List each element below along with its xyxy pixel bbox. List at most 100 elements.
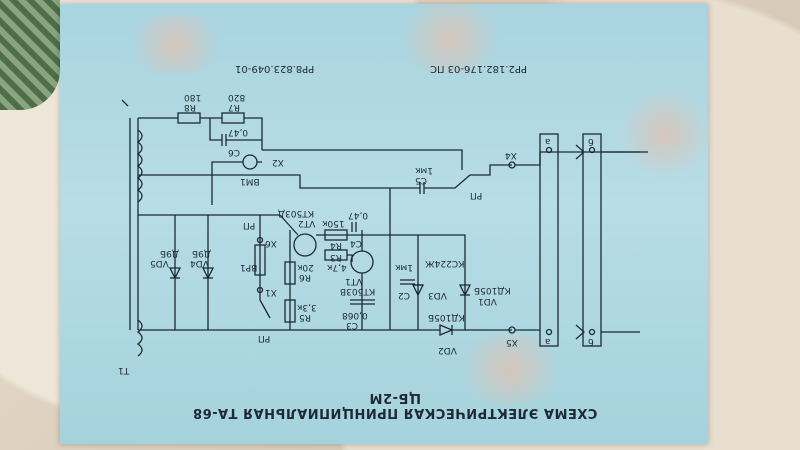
paper-stain <box>620 84 710 184</box>
label-r3-value: 4,7к <box>327 262 347 272</box>
label-r7-value: 820 <box>228 92 246 102</box>
label-r8-value: 180 <box>184 92 202 102</box>
terminal-b2 <box>588 328 596 336</box>
capacitor-c3 <box>350 299 375 305</box>
terminal-block-1 <box>539 133 559 347</box>
label-c2-value: 1мк <box>395 262 413 272</box>
label-terminal-b2: б <box>588 336 594 346</box>
wire <box>211 161 243 205</box>
capacitor-c2 <box>400 279 415 285</box>
wire <box>347 254 353 262</box>
wire <box>138 174 420 189</box>
resistor-r8 <box>177 112 201 124</box>
resistor-r4 <box>324 229 348 241</box>
background-fabric <box>0 0 60 110</box>
terminal-x1 <box>256 286 264 294</box>
label-vd3-type: КС224Ж <box>425 258 465 268</box>
label-vt1-ref: VT1 <box>345 276 363 286</box>
terminal-a2 <box>545 328 553 336</box>
label-x4: X4 <box>505 150 517 160</box>
label-terminal-b1: б <box>588 136 594 146</box>
label-br1: ВР1 <box>240 262 258 272</box>
schematic-title: СХЕМА ЭЛЕКТРИЧЕСКАЯ ПРИНЦИПИАЛЬНАЯ ТА-68… <box>192 390 598 420</box>
capacitor-c4 <box>351 222 357 232</box>
label-c5-value: 1мк <box>415 165 433 175</box>
label-vt1-type: КТ503В <box>340 286 376 296</box>
label-c3-ref: C3 <box>346 320 359 330</box>
label-rp-top: РП <box>470 190 483 200</box>
paper-stain <box>390 4 510 74</box>
label-vd1-type: КД105Б <box>474 285 511 295</box>
wire <box>424 174 471 189</box>
label-x2: X2 <box>272 157 284 167</box>
label-r5-value: 3,3к <box>297 302 317 312</box>
transformer-coil <box>136 129 143 203</box>
label-r7-ref: R7 <box>228 102 240 112</box>
label-r6-ref: R6 <box>299 272 311 282</box>
relay-contact <box>259 299 271 319</box>
label-bm1: BM1 <box>240 176 260 186</box>
label-vd2-ref: VD2 <box>438 345 457 355</box>
wire <box>390 234 466 330</box>
label-r3-ref: R3 <box>330 252 342 262</box>
paper-stain <box>120 14 230 74</box>
diode-vd1 <box>458 284 472 297</box>
terminal-block-2 <box>582 133 602 347</box>
resistor-r6 <box>284 261 296 285</box>
schematic-sheet <box>60 4 710 444</box>
label-c4-value: 0,47 <box>348 210 369 220</box>
doc-number-left: РР8.823.049-01 <box>235 63 315 74</box>
label-rp-bottom: РП <box>258 333 271 343</box>
label-x6: X6 <box>265 238 277 248</box>
label-vd2-type: КД105Б <box>428 312 465 322</box>
terminal-b1 <box>588 146 596 154</box>
transformer-coil <box>136 319 143 357</box>
wire <box>209 118 222 141</box>
diode-vd5 <box>168 267 182 280</box>
label-r8-ref: R8 <box>184 102 196 112</box>
label-r4-ref: R4 <box>330 240 342 250</box>
diode-vd4 <box>201 267 215 280</box>
wire <box>470 164 512 176</box>
diode-vd2 <box>439 324 454 336</box>
transistor-vt2 <box>293 233 317 257</box>
label-x1: X1 <box>265 287 277 297</box>
label-vd5-ref: VD5 <box>150 258 169 268</box>
label-vd4-type: Д9Б <box>192 248 211 258</box>
terminal-a1 <box>545 146 553 154</box>
resistor-r5 <box>284 299 296 323</box>
capacitor-c6 <box>221 134 227 146</box>
label-x5: X5 <box>506 337 518 347</box>
label-vd3-ref: VD3 <box>428 290 447 300</box>
label-r6-value: 20к <box>297 262 314 272</box>
label-vt2-ref: VT2 <box>298 218 316 228</box>
label-rp-left: РП <box>243 220 256 230</box>
label-vt2-type: КТ503Д <box>278 208 315 218</box>
terminal-x6 <box>256 236 264 244</box>
arrow <box>575 324 585 340</box>
label-vd5-type: Д9Б <box>160 248 179 258</box>
resistor-br1 <box>254 244 266 276</box>
label-r4-value: 150к <box>322 218 345 228</box>
transistor-vt1 <box>350 250 374 274</box>
label-vd1-ref: VD1 <box>478 296 497 306</box>
wire <box>244 117 263 150</box>
label-vd4-ref: VD4 <box>190 258 209 268</box>
label-c4-ref: C4 <box>350 238 363 248</box>
wire <box>262 149 463 170</box>
label-c6-value: 0,47 <box>228 127 249 137</box>
doc-number-right: РР2.182.176-03 ПС <box>430 63 527 74</box>
arrow <box>575 144 585 160</box>
relay-contact <box>279 214 299 236</box>
label-t1: T1 <box>118 365 130 375</box>
microphone-bm1 <box>242 154 258 170</box>
arrow <box>121 99 129 107</box>
label-c2-ref: C2 <box>398 290 411 300</box>
label-r5-ref: R5 <box>299 312 311 322</box>
label-c6-ref: C6 <box>228 147 241 157</box>
label-terminal-a1: а <box>545 136 551 146</box>
label-c5-ref: C5 <box>415 175 428 185</box>
label-terminal-a2: а <box>545 336 551 346</box>
resistor-r7 <box>221 112 245 124</box>
